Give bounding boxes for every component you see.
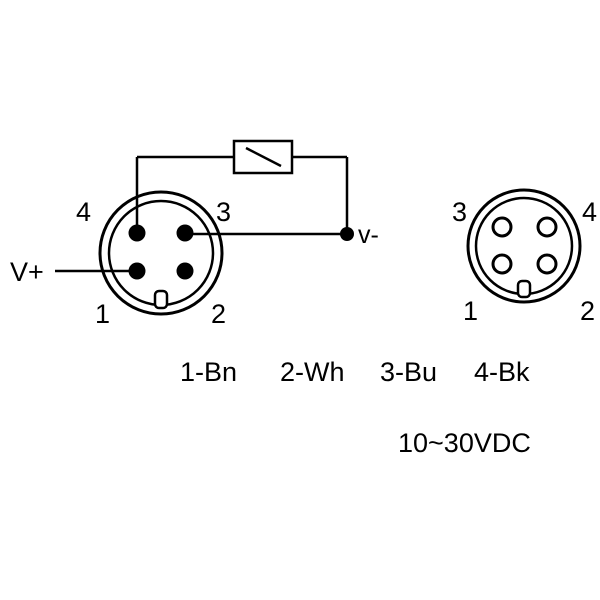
male-connector-inner <box>107 199 215 307</box>
legend-item-1: 1-Bn <box>180 357 237 387</box>
right-pin-3-label: 3 <box>452 197 467 227</box>
male-pin-3 <box>176 224 194 242</box>
female-connector-inner <box>474 196 574 296</box>
legend-item-4: 4-Bk <box>474 357 530 387</box>
left-pin-2-label: 2 <box>211 299 226 329</box>
female-pin-4 <box>536 216 558 238</box>
female-pin-2 <box>536 253 558 275</box>
keyway-notch-right <box>516 279 532 299</box>
keyway-notch-left <box>153 289 169 310</box>
junction-node <box>340 227 354 241</box>
male-pin-2 <box>176 262 194 280</box>
female-pin-3 <box>491 216 513 238</box>
vplus-label: V+ <box>10 257 44 287</box>
male-pin-4 <box>128 224 146 242</box>
female-connector-outer <box>466 188 582 304</box>
right-pin-4-label: 4 <box>582 197 597 227</box>
voltage-rating-label: 10~30VDC <box>398 428 531 458</box>
left-pin-3-label: 3 <box>216 197 231 227</box>
vminus-label: v- <box>358 221 379 249</box>
male-pin-1 <box>128 262 146 280</box>
load-symbol-diagonal <box>245 146 282 168</box>
left-pin-4-label: 4 <box>76 197 91 227</box>
legend-item-2: 2-Wh <box>280 357 345 387</box>
male-connector-outer <box>98 190 224 316</box>
right-pin-1-label: 1 <box>463 296 478 326</box>
left-pin-1-label: 1 <box>95 299 110 329</box>
female-pin-1 <box>491 253 513 275</box>
right-pin-2-label: 2 <box>580 296 595 326</box>
legend-item-3: 3-Bu <box>380 357 437 387</box>
